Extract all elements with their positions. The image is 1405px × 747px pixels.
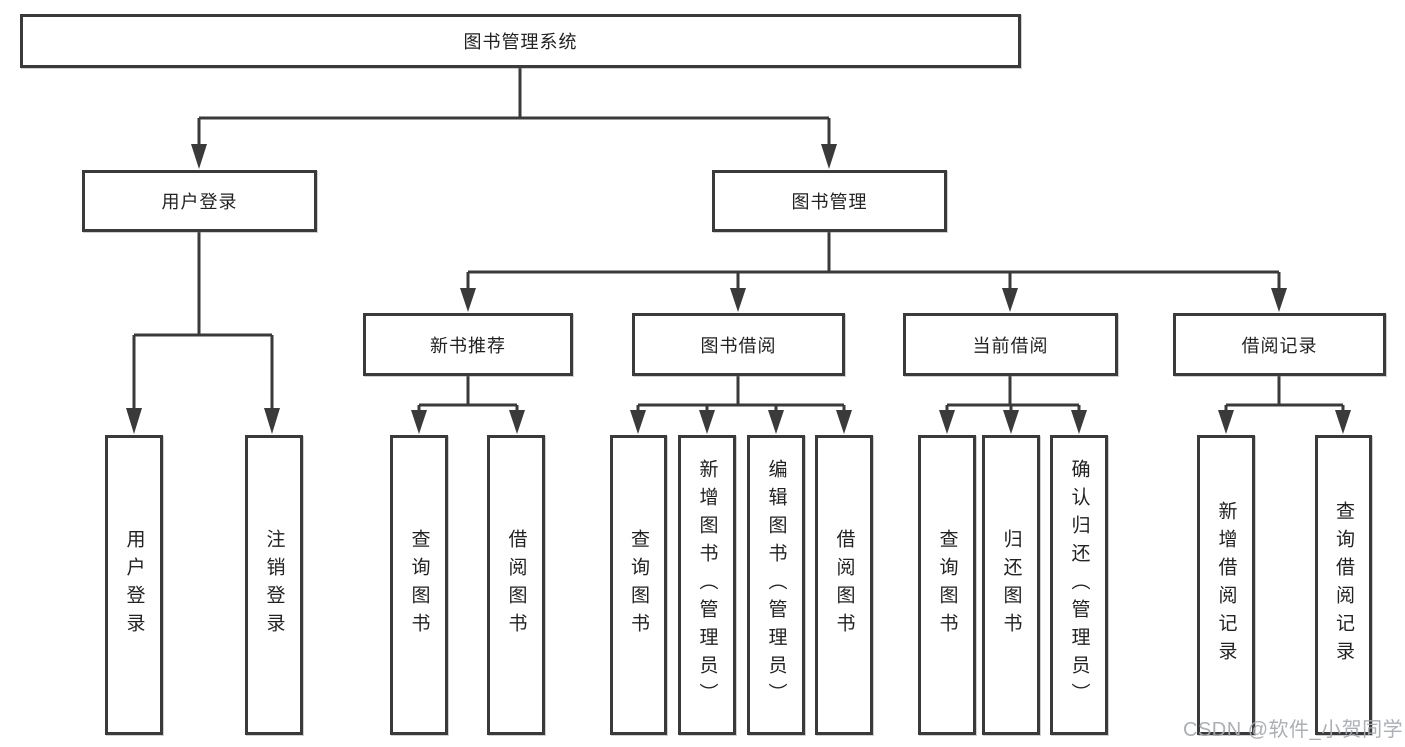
leaf-label: 查询借阅记录 <box>1333 501 1354 669</box>
leaf-label: 归还图书 <box>1000 529 1022 641</box>
leaf-borrow-book-2: 借阅图书 <box>815 435 873 735</box>
leaf-query-book-2: 查询图书 <box>610 435 667 735</box>
node-borrow-records: 借阅记录 <box>1173 313 1386 376</box>
node-root: 图书管理系统 <box>20 14 1021 68</box>
leaf-label: 用户登录 <box>123 529 145 641</box>
leaf-return-book: 归还图书 <box>982 435 1040 735</box>
leaf-label: 借阅图书 <box>505 529 527 641</box>
leaf-label: 新增图书（管理员） <box>696 459 718 711</box>
node-user-login: 用户登录 <box>82 170 317 232</box>
leaf-edit-book-admin: 编辑图书（管理员） <box>747 435 805 735</box>
leaf-label: 编辑图书（管理员） <box>765 459 787 711</box>
leaf-label: 查询图书 <box>408 529 430 641</box>
leaf-add-book-admin: 新增图书（管理员） <box>678 435 736 735</box>
leaf-label: 确认归还（管理员） <box>1068 459 1090 711</box>
node-book-borrow: 图书借阅 <box>632 313 845 376</box>
leaf-query-book-1: 查询图书 <box>390 435 448 735</box>
leaf-borrow-book-1: 借阅图书 <box>487 435 545 735</box>
leaf-user-login: 用户登录 <box>105 435 163 735</box>
leaf-label: 注销登录 <box>263 529 285 641</box>
csdn-watermark: CSDN @软件_小贺同学 <box>1183 719 1404 741</box>
leaf-label: 新增借阅记录 <box>1215 501 1237 669</box>
leaf-add-borrow-record: 新增借阅记录 <box>1197 435 1255 735</box>
node-book-management: 图书管理 <box>712 170 947 232</box>
arrowhead-icons <box>126 144 1351 434</box>
node-new-book-recommend: 新书推荐 <box>363 313 573 376</box>
node-current-borrow: 当前借阅 <box>903 313 1118 376</box>
leaf-label: 查询图书 <box>936 529 958 641</box>
leaf-logout: 注销登录 <box>245 435 303 735</box>
leaf-label: 查询图书 <box>628 529 649 641</box>
leaf-confirm-return-admin: 确认归还（管理员） <box>1050 435 1108 735</box>
leaf-query-book-3: 查询图书 <box>918 435 976 735</box>
leaf-query-borrow-record: 查询借阅记录 <box>1315 435 1372 735</box>
leaf-label: 借阅图书 <box>833 529 855 641</box>
